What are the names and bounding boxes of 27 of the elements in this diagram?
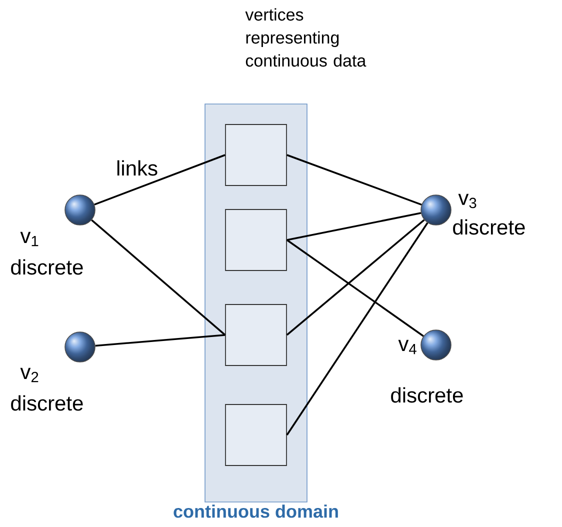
vertex-label: v$_{1}$ [20, 232, 38, 246]
vertex-label: v$_{3}$ [458, 194, 476, 208]
vertex-circle [64, 194, 96, 226]
vertex-box [225, 124, 287, 186]
domain-label: continuous domain [174, 504, 338, 518]
vertex-label: v$_{2}$ [20, 368, 38, 382]
vertex-label: discrete [11, 259, 83, 275]
link-line [91, 219, 226, 336]
link-line [94, 154, 226, 206]
annotation-text: vertices representing continuous data [245, 8, 366, 67]
link-line [286, 222, 428, 436]
annotation-text: links [117, 160, 158, 176]
vertex-box [225, 404, 287, 466]
vertex-label: v$_{4}$ [398, 340, 416, 354]
vertex-label: discrete [11, 395, 83, 411]
link-line [286, 212, 422, 241]
link-line [286, 219, 425, 336]
vertex-box [225, 209, 287, 271]
link-line [286, 239, 424, 337]
vertex-circle [64, 332, 96, 362]
vertex-label: discrete [453, 219, 525, 235]
link-line [95, 334, 226, 347]
vertex-circle [420, 330, 452, 360]
vertex-circle [420, 194, 452, 226]
link-line [286, 154, 422, 206]
vertex-box [225, 304, 287, 366]
vertex-label: discrete [391, 387, 463, 403]
